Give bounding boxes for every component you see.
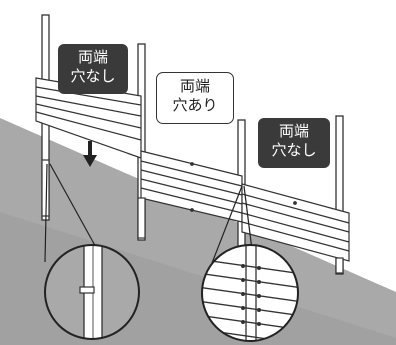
label-middle-with-holes: 両端 穴あり [156, 72, 234, 124]
post-bases [41, 159, 344, 274]
label-middle-line1: 両端 [179, 77, 210, 95]
label-left-line2: 穴なし [70, 67, 116, 85]
fence-panel-middle [140, 150, 243, 223]
zoom-inset-right [201, 244, 299, 342]
label-left-line1: 両端 [77, 48, 108, 66]
label-right-line2: 穴なし [271, 141, 317, 159]
screw-icon [79, 286, 95, 294]
zoom-inset-left [44, 244, 140, 340]
down-arrow-icon [83, 141, 97, 167]
label-middle-line2: 穴あり [172, 96, 218, 114]
post-right [335, 115, 344, 275]
label-right-no-holes: 両端 穴なし [258, 118, 330, 168]
callout-lines [44, 163, 253, 264]
label-left-no-holes: 両端 穴なし [58, 44, 128, 94]
label-right-line1: 両端 [278, 122, 309, 140]
fence-panel-right [241, 183, 350, 262]
